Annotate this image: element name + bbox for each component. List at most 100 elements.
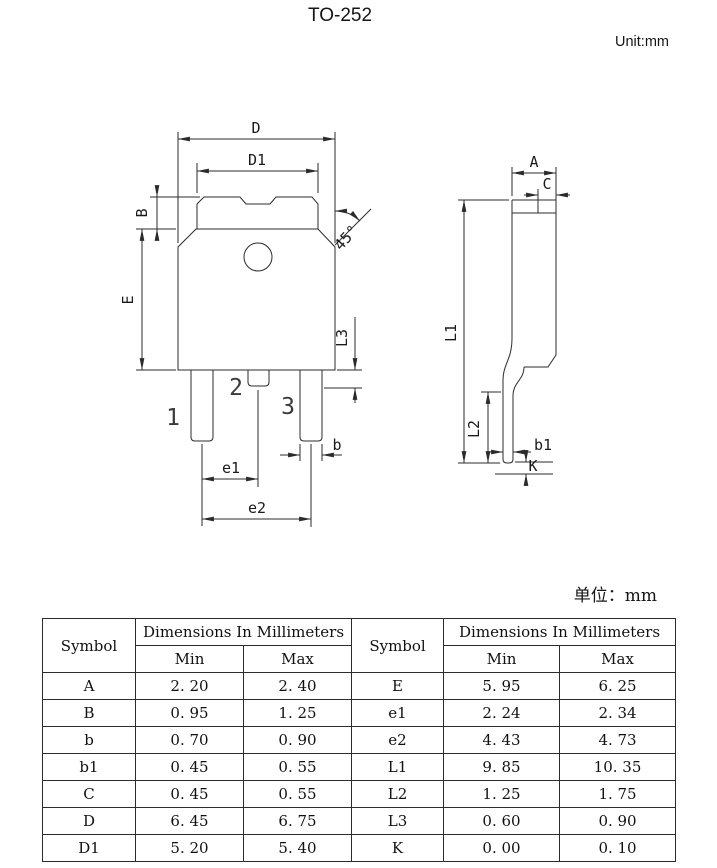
cell-symbol: e2 — [351, 726, 445, 754]
dim-label-E: E — [119, 295, 137, 304]
dim-label-e1: e1 — [222, 459, 240, 477]
table-row: b 0. 70 0. 90 e2 4. 43 4. 73 — [42, 726, 677, 754]
cell-max: 6. 75 — [242, 807, 353, 835]
cell-symbol: L1 — [351, 753, 445, 781]
table-row: B 0. 95 1. 25 e1 2. 24 2. 34 — [42, 699, 677, 727]
dim-e2: e2 — [202, 444, 312, 527]
dim-C: C — [524, 175, 570, 213]
chamfer-angle-callout: 45° — [331, 208, 372, 254]
cell-symbol: K — [351, 834, 445, 862]
header-symbol-right: Symbol — [351, 618, 445, 673]
cell-max: 0. 10 — [559, 834, 677, 862]
cell-max: 2. 34 — [559, 699, 677, 727]
header-dims-right: Dimensions In Millimeters — [443, 618, 677, 646]
cell-symbol: D1 — [42, 834, 136, 862]
table-header-row-1: Symbol Dimensions In Millimeters Symbol … — [42, 618, 677, 673]
cell-min: 0. 45 — [135, 753, 244, 781]
cell-max: 0. 55 — [242, 753, 353, 781]
cell-min: 0. 45 — [135, 780, 244, 808]
pin1-number: 1 — [166, 405, 180, 431]
pin2-lead — [247, 370, 270, 387]
dimension-table: Symbol Dimensions In Millimeters Symbol … — [42, 618, 677, 862]
pin3-number: 3 — [281, 394, 295, 420]
dim-label-K: K — [528, 457, 537, 475]
cell-symbol: b1 — [42, 753, 136, 781]
dim-B: B — [133, 185, 200, 241]
cell-min: 9. 85 — [443, 753, 561, 781]
dim-label-b: b — [332, 436, 341, 454]
header-dims-left: Dimensions In Millimeters — [134, 618, 353, 646]
front-view: 1 2 3 D D1 B E — [119, 119, 372, 527]
cell-symbol: B — [42, 699, 136, 727]
dim-D: D — [177, 119, 336, 243]
cell-max: 10. 35 — [559, 753, 677, 781]
cell-max: 4. 73 — [559, 726, 677, 754]
cell-min: 6. 45 — [135, 807, 244, 835]
cell-max: 0. 90 — [242, 726, 353, 754]
side-body-outline — [524, 213, 557, 368]
header-symbol-left: Symbol — [42, 618, 136, 673]
side-tab-outline — [511, 199, 557, 214]
table-header-row-2: Min Max Min Max — [43, 645, 677, 673]
dim-b1: b1 — [488, 436, 552, 455]
dim-label-b1: b1 — [534, 436, 552, 454]
dim-e1: e1 — [201, 390, 259, 526]
header-min-left: Min — [135, 645, 244, 673]
dim-E: E — [119, 229, 176, 371]
cell-symbol: D — [42, 807, 136, 835]
cell-min: 0. 70 — [135, 726, 244, 754]
dim-label-L2: L2 — [465, 420, 483, 438]
cell-max: 2. 40 — [242, 672, 353, 700]
side-view: A C L1 L2 b1 — [442, 153, 570, 486]
page-title: TO-252 — [307, 5, 373, 26]
dim-K: K — [495, 450, 553, 486]
dim-D1: D1 — [196, 151, 319, 193]
table-row: b1 0. 45 0. 55 L1 9. 85 10. 35 — [42, 753, 677, 781]
cell-max: 0. 55 — [242, 780, 353, 808]
cell-min: 0. 95 — [135, 699, 244, 727]
cell-max: 1. 75 — [559, 780, 677, 808]
side-lead-outline — [502, 213, 525, 464]
cell-max: 0. 90 — [559, 807, 677, 835]
table-row: C 0. 45 0. 55 L2 1. 25 1. 75 — [42, 780, 677, 808]
cell-min: 5. 20 — [135, 834, 244, 862]
cell-symbol: A — [42, 672, 136, 700]
cell-min: 0. 00 — [443, 834, 561, 862]
cell-min: 0. 60 — [443, 807, 561, 835]
dim-L1: L1 — [442, 199, 509, 464]
pin2-number: 2 — [229, 375, 243, 401]
cell-symbol: L3 — [351, 807, 445, 835]
table-row: A 2. 20 2. 40 E 5. 95 6. 25 — [42, 672, 677, 700]
cell-max: 6. 25 — [559, 672, 677, 700]
cell-symbol: C — [42, 780, 136, 808]
header-max-right: Max — [559, 645, 677, 673]
dim-label-L3: L3 — [333, 329, 351, 347]
package-outline-drawing: 1 2 3 D D1 B E — [119, 119, 570, 527]
dim-L3: L3 — [324, 317, 362, 403]
dim-L2: L2 — [465, 391, 501, 463]
cell-symbol: e1 — [351, 699, 445, 727]
dim-label-B: B — [133, 208, 151, 217]
dim-label-e2: e2 — [248, 499, 266, 517]
cell-max: 1. 25 — [242, 699, 353, 727]
front-body-outline — [177, 228, 336, 371]
header-min-right: Min — [443, 645, 561, 673]
unit-label-chinese: 单位：mm — [573, 586, 657, 606]
dim-label-C: C — [542, 175, 551, 193]
cell-min: 5. 95 — [443, 672, 561, 700]
cell-symbol: b — [42, 726, 136, 754]
dim-b: b — [280, 436, 342, 461]
cell-max: 5. 40 — [242, 834, 353, 862]
table-row: D1 5. 20 5. 40 K 0. 00 0. 10 — [42, 834, 677, 862]
cell-min: 2. 24 — [443, 699, 561, 727]
dim-A: A — [511, 153, 557, 196]
dim-label-A: A — [529, 153, 538, 171]
table-row: D 6. 45 6. 75 L3 0. 60 0. 90 — [42, 807, 677, 835]
dim-label-D: D — [251, 119, 260, 137]
pin1-lead — [190, 370, 214, 442]
dim-label-L1: L1 — [442, 324, 460, 342]
pin3-lead — [299, 370, 323, 442]
cell-min: 1. 25 — [443, 780, 561, 808]
cell-min: 4. 43 — [443, 726, 561, 754]
mounting-hole — [243, 242, 273, 272]
